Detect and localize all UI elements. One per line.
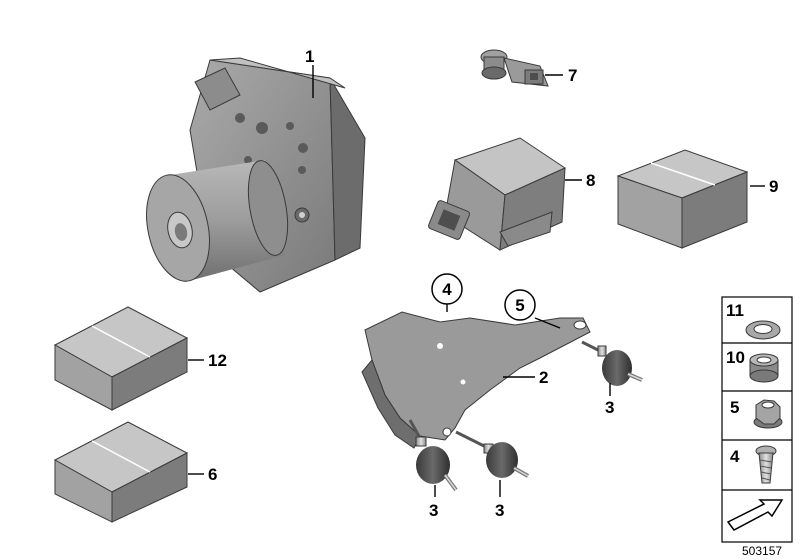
- legend-number-10: 10: [726, 348, 745, 367]
- control-unit-illustration: [428, 137, 567, 251]
- callout-4-circle: [431, 273, 463, 305]
- callout-3-center: 3: [495, 501, 504, 520]
- hydraulic-unit-illustration: [146, 57, 366, 293]
- leader-lines: [188, 65, 765, 497]
- callout-6: 6: [208, 465, 217, 484]
- torx-screw-illustration: [755, 445, 777, 484]
- ring-washer-illustration: [745, 320, 781, 340]
- collar-nut-illustration: [753, 399, 783, 429]
- callout-3-right: 3: [605, 398, 614, 417]
- direction-arrow-icon: [726, 499, 784, 531]
- callout-8: 8: [586, 171, 595, 190]
- legend-panel: 11 10 5 4: [721, 296, 793, 543]
- callout-1: 1: [305, 47, 314, 66]
- legend-number-5: 5: [730, 398, 739, 417]
- callout-2: 2: [539, 368, 548, 387]
- callout-12: 12: [208, 351, 227, 370]
- callout-5-circle: [504, 289, 536, 321]
- pack-box-6-illustration: [53, 421, 189, 523]
- rubber-mount-left-illustration: [408, 419, 458, 492]
- rubber-mount-right-illustration: [581, 340, 643, 386]
- callout-3-left: 3: [429, 501, 438, 520]
- bracket-illustration: [361, 311, 591, 449]
- callout-4: 4: [442, 280, 452, 299]
- pack-box-12-illustration: [53, 306, 189, 411]
- reference-number: 503157: [742, 544, 782, 558]
- sensor-illustration: [480, 49, 549, 87]
- callout-7: 7: [568, 66, 577, 85]
- rubber-mount-center-illustration: [455, 430, 529, 478]
- legend-number-11: 11: [726, 301, 744, 320]
- callout-9: 9: [769, 177, 778, 196]
- legend-number-4: 4: [730, 447, 740, 466]
- pack-box-9-illustration: [616, 149, 749, 249]
- sleeve-bushing-illustration: [749, 353, 779, 383]
- callout-5: 5: [515, 296, 524, 315]
